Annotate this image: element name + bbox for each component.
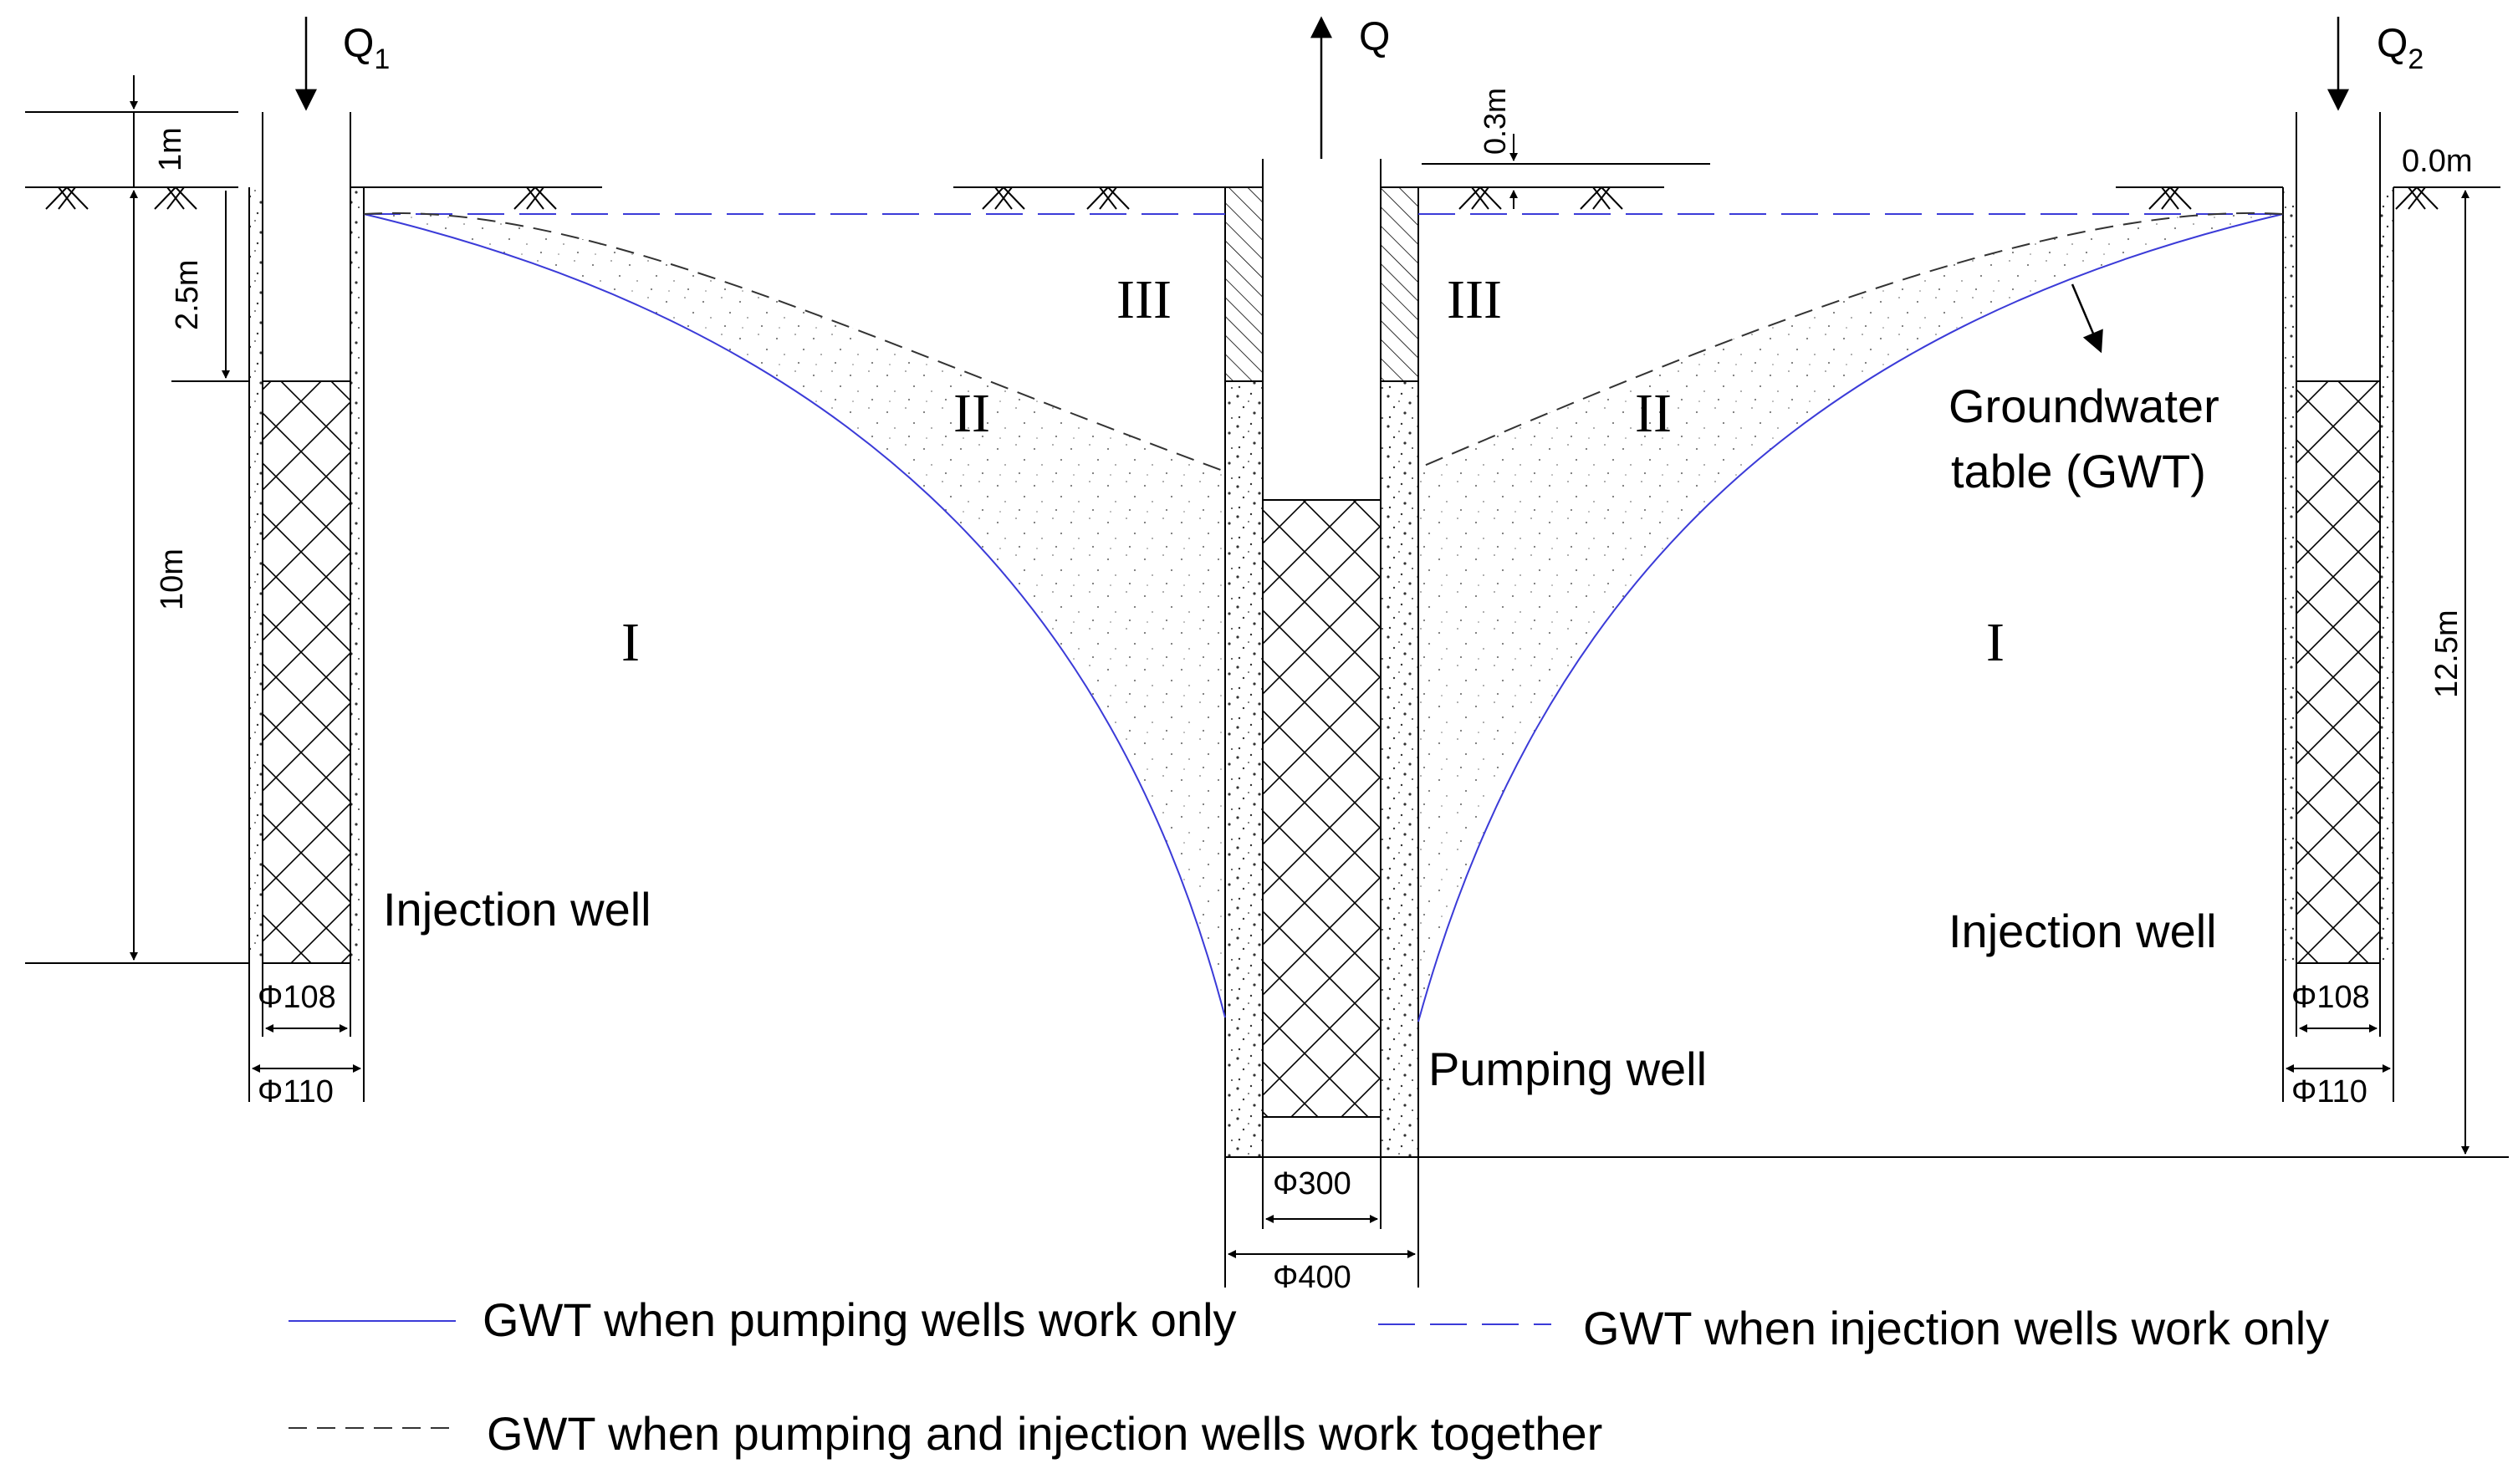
pumping-well	[1224, 159, 1419, 1158]
zone-ii-left-fill	[364, 212, 1225, 1017]
q2-label: Q2	[2377, 22, 2424, 75]
zone-right-i: I	[1986, 612, 2005, 673]
label-left-injection-well: Injection well	[383, 883, 651, 936]
dim-2-5m: 2.5m	[170, 260, 205, 330]
dim-left-outer-dia: Φ110	[258, 1074, 334, 1109]
zone-left-iii: III	[1116, 269, 1172, 330]
gwt-pumping-curve-left	[363, 213, 1226, 1018]
gwt-combined-curve-left	[363, 212, 1226, 472]
gwt-pumping-curve-right	[1417, 213, 2284, 1022]
dim-1m: 1m	[153, 127, 188, 171]
label-right-injection-well: Injection well	[1949, 905, 2217, 957]
dim-right-outer-dia: Φ110	[2291, 1074, 2367, 1109]
dim-right-inner-dia: Φ108	[2291, 980, 2370, 1015]
gwt-combined-curve-right	[1417, 212, 2284, 469]
dim-pump-outer-dia: Φ400	[1273, 1260, 1351, 1295]
pump-cap-dimension	[1422, 134, 1710, 209]
ground-symbols	[45, 186, 2439, 210]
right-injection-well	[2282, 112, 2394, 964]
q-label: Q	[1359, 15, 1390, 59]
legend: GWT when pumping wells work only GWT whe…	[289, 1293, 2329, 1460]
left-diameter-lines	[248, 963, 365, 1102]
q1-label: Q1	[343, 22, 390, 75]
zone-ii-right-fill	[1418, 212, 2276, 1022]
gwt-callout-line1: Groundwater	[1949, 380, 2219, 432]
left-injection-well	[248, 112, 365, 964]
zone-right-iii: III	[1447, 269, 1502, 330]
label-pumping-well: Pumping well	[1428, 1043, 1707, 1095]
legend-label-together: GWT when pumping and injection wells wor…	[487, 1407, 1602, 1460]
left-dimension-lines	[25, 75, 249, 964]
gwt-callout-arrow	[2071, 283, 2103, 354]
legend-label-pumping: GWT when pumping wells work only	[483, 1293, 1237, 1346]
dim-left-inner-dia: Φ108	[258, 980, 336, 1015]
zone-left-i: I	[621, 612, 640, 673]
dim-0-0m: 0.0m	[2402, 144, 2472, 179]
dim-0-3m: 0.3m	[1478, 88, 1512, 155]
right-dimension-lines	[1418, 190, 2509, 1158]
dim-pump-inner-dia: Φ300	[1273, 1166, 1351, 1201]
zone-left-ii: II	[953, 383, 990, 444]
gwt-callout-line2: table (GWT)	[1951, 445, 2206, 497]
dim-12-5m: 12.5m	[2429, 609, 2464, 698]
right-diameter-lines	[2282, 963, 2394, 1102]
zone-right-ii: II	[1635, 383, 1672, 444]
pump-diameter-lines	[1224, 1157, 1419, 1288]
legend-label-injection: GWT when injection wells work only	[1583, 1302, 2329, 1354]
dim-10m: 10m	[155, 548, 190, 610]
